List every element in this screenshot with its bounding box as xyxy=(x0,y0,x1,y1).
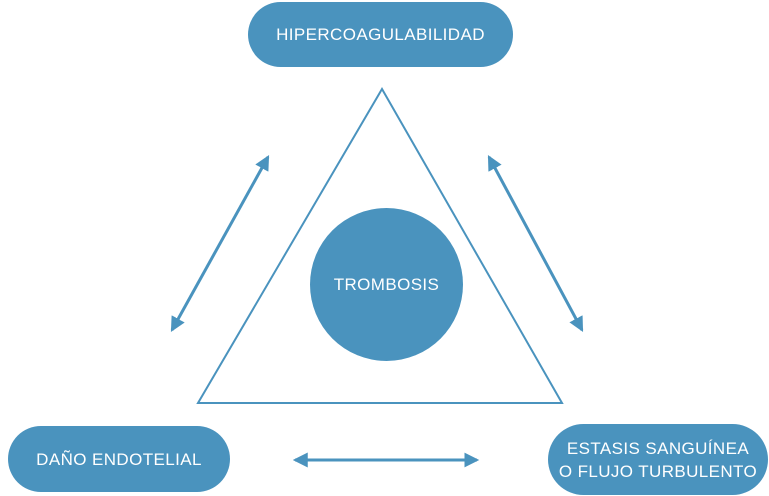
center-label: TROMBOSIS xyxy=(333,275,440,294)
triangle-outline xyxy=(196,87,564,404)
node-dano-endotelial: DAÑO ENDOTELIAL xyxy=(8,426,230,492)
node-label-bottom-left: DAÑO ENDOTELIAL xyxy=(36,449,202,469)
node-label-bottom-right-line1: ESTASIS SANGUÍNEA xyxy=(566,438,750,458)
node-estasis-sanguinea: ESTASIS SANGUÍNEA O FLUJO TURBULENTO xyxy=(548,424,768,495)
left-double-arrow-icon xyxy=(170,155,270,332)
node-label-top: HIPERCOAGULABILIDAD xyxy=(276,25,485,44)
node-hipercoagulabilidad: HIPERCOAGULABILIDAD xyxy=(248,2,513,67)
node-label-bottom-right-line2: O FLUJO TURBULENTO xyxy=(558,461,758,481)
center-circle-trombosis: TROMBOSIS xyxy=(310,208,463,361)
right-double-arrow-icon xyxy=(487,155,584,332)
